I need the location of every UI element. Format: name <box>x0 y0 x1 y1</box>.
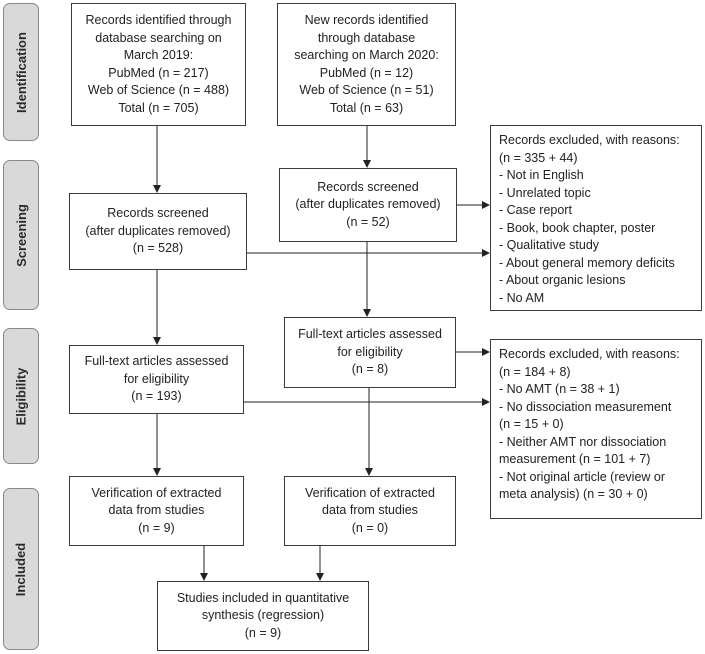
excluded-screening-box: Records excluded, with reasons: (n = 335 … <box>490 125 702 311</box>
box-text-line: (n = 9) <box>138 520 175 535</box>
box-text-line: (n = 528) <box>132 241 184 256</box>
box-text-line: Records identified through <box>85 13 232 27</box>
box-text-line: (n = 0) <box>351 520 389 535</box>
box-text-line: Verification of extracted <box>305 485 435 500</box>
box-text-line: data from studies <box>322 503 418 518</box>
box-text-line: synthesis (regression) <box>201 608 325 623</box>
records-2019-box: Records identified through database searc… <box>71 3 246 126</box>
box-text-line: Total (n = 63) <box>329 100 404 115</box>
box-text-line: (n = 8) <box>351 362 389 377</box>
included-box: Studies included in quantitative synthesi… <box>157 581 369 651</box>
box-text-line: through database <box>317 30 416 45</box>
fulltext-2019-box: Full-text articles assessed for eligibili… <box>69 345 244 414</box>
box-text-line: measurement (n = 101 + 7) <box>499 452 651 466</box>
box-text-line: (after duplicates removed) <box>295 197 441 212</box>
verification-2019-box: Verification of extracted data from studi… <box>69 476 244 546</box>
box-text-line: Verification of extracted <box>91 485 222 500</box>
box-text-line: Records excluded, with reasons: <box>499 347 680 361</box>
phase-included: Included <box>3 488 39 650</box>
box-text-line: - No AM <box>499 290 545 305</box>
box-text-line: (n = 184 + 8) <box>499 364 571 379</box>
box-text-line: Full-text articles assessed <box>84 354 229 369</box>
box-text-line: - Unrelated topic <box>499 185 591 200</box>
box-text-line: - About general memory deficits <box>499 255 675 270</box>
box-text-line: Records screened <box>317 179 419 194</box>
box-text-line: (n = 52) <box>346 214 390 229</box>
excluded-eligibility-box: Records excluded, with reasons: (n = 184 … <box>490 339 702 519</box>
phase-screening: Screening <box>3 160 39 310</box>
phase-eligibility: Eligibility <box>3 328 39 464</box>
box-text-line: - About organic lesions <box>499 273 626 287</box>
box-text-line: (n = 193) <box>131 389 182 404</box>
box-text-line: (n = 335 + 44) <box>499 150 578 165</box>
box-text-line: March 2019: <box>123 48 194 62</box>
box-text-line: Web of Science (n = 51) <box>299 83 434 97</box>
box-text-line: Web of Science (n = 488) <box>87 83 230 97</box>
box-text-line: - No dissociation measurement <box>499 399 672 414</box>
box-text-line: PubMed (n = 217) <box>108 65 209 80</box>
box-text-line: - Case report <box>499 203 572 217</box>
box-text-line: Records screened <box>107 206 209 221</box>
box-text-line: - Qualitative study <box>499 238 600 252</box>
box-text-line: (after duplicates removed) <box>85 223 231 238</box>
box-text-line: - Book, book chapter, poster <box>499 220 656 235</box>
screened-2019-box: Records screened (after duplicates remove… <box>69 193 247 270</box>
verification-2020-box: Verification of extracted data from studi… <box>284 476 456 546</box>
box-text-line: data from studies <box>108 503 205 518</box>
box-text-line: meta analysis) (n = 30 + 0) <box>499 487 648 501</box>
box-text-line: - Not in English <box>499 168 584 182</box>
box-text-line: Records excluded, with reasons: <box>499 133 680 147</box>
box-text-line: - Not original article (review or <box>499 469 666 484</box>
box-text-line: Full-text articles assessed <box>298 327 442 342</box>
screened-2020-box: Records screened (after duplicates remove… <box>279 168 457 242</box>
box-text-line: searching on March 2020: <box>294 48 439 62</box>
records-2020-box: New records identified through database se… <box>277 3 456 126</box>
box-text-line: PubMed (n = 12) <box>319 65 414 80</box>
box-text-line: New records identified <box>304 13 429 27</box>
box-text-line: Studies included in quantitative <box>176 590 350 605</box>
box-text-line: (n = 15 + 0) <box>499 417 564 431</box>
box-text-line: - No AMT (n = 38 + 1) <box>499 382 620 396</box>
box-text-line: - Neither AMT nor dissociation <box>499 434 667 449</box>
box-text-line: for eligibility <box>337 344 403 359</box>
box-text-line: database searching on <box>95 30 222 45</box>
box-text-line: for eligibility <box>123 371 190 386</box>
box-text-line: (n = 9) <box>244 625 282 640</box>
box-text-line: Total (n = 705) <box>118 100 199 115</box>
phase-identification: Identification <box>3 3 39 141</box>
fulltext-2020-box: Full-text articles assessed for eligibili… <box>284 317 456 388</box>
